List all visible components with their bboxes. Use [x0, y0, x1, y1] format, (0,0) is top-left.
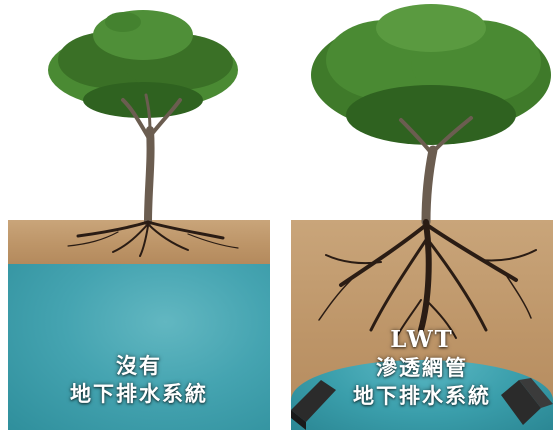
brand-label: LWT — [390, 326, 454, 353]
panel-without-drainage: 沒有 地下排水系統 — [8, 0, 270, 430]
caption-line: 滲透網管 — [376, 356, 468, 380]
water-layer — [8, 264, 270, 430]
caption-line: 地下排水系統 — [70, 382, 208, 406]
caption-line: 地下排水系統 — [353, 384, 491, 408]
drainage-pipe-left — [291, 380, 336, 430]
caption-without-drainage: 沒有 地下排水系統 — [8, 352, 270, 408]
tree-without-drainage — [48, 10, 239, 257]
tree-trunk — [121, 93, 182, 226]
tree-canopy — [48, 10, 238, 118]
tree-with-drainage — [291, 4, 553, 430]
drainage-pipe-right — [501, 378, 553, 425]
caption-line: 沒有 — [116, 354, 162, 378]
tree-canopy — [311, 4, 551, 145]
soil-layer — [8, 220, 270, 264]
panel-with-lwt-drainage: LWT 滲透網管 地下排水系統 — [291, 0, 553, 430]
tree-trunk — [399, 116, 473, 227]
shallow-roots — [67, 220, 239, 257]
caption-with-lwt-drainage: LWT 滲透網管 地下排水系統 — [291, 326, 553, 410]
deep-roots — [318, 219, 537, 339]
